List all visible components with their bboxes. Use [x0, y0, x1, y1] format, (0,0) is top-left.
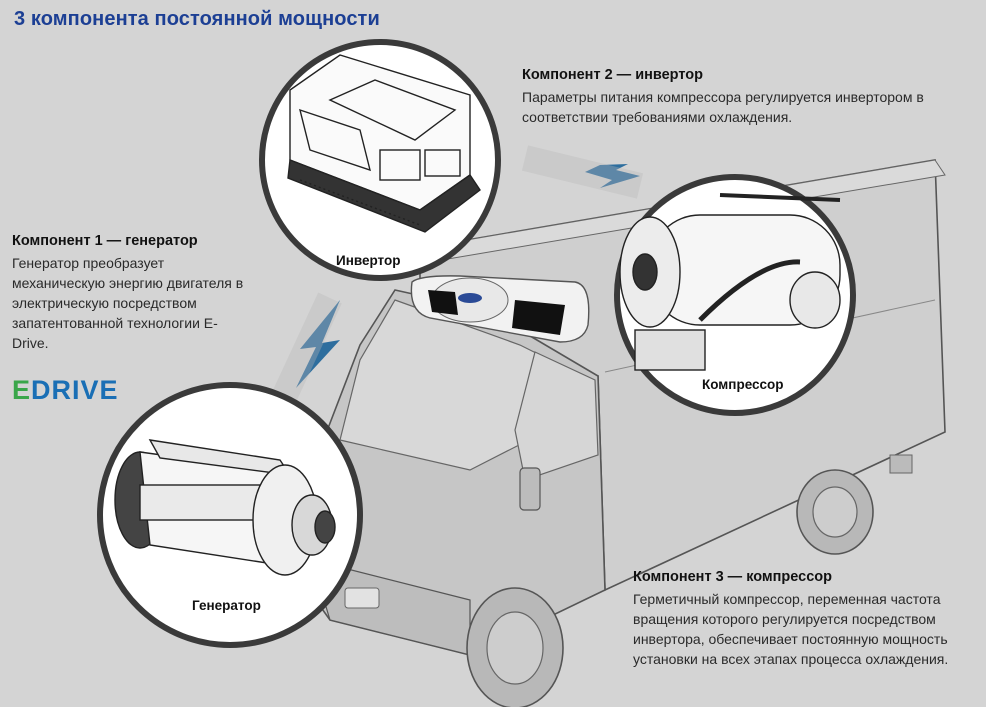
inverter-description: Параметры питания компрессора регулирует…: [522, 89, 924, 125]
generator-callout: Генератор: [192, 598, 261, 613]
compressor-description: Герметичный компрессор, переменная часто…: [633, 591, 949, 667]
generator-description: Генератор преобразует механическую энерг…: [12, 255, 244, 351]
inverter-block: Компонент 2 — инвертор Параметры питания…: [522, 67, 972, 127]
compressor-drawing: [619, 193, 841, 371]
inverter-heading: Компонент 2 — инвертор: [522, 67, 703, 83]
generator-circle: [97, 382, 363, 648]
edrive-logo: EDRIVE: [12, 375, 119, 405]
lightning-icon: [585, 164, 640, 188]
reefer-unit: [410, 275, 590, 343]
inverter-drawing: [287, 54, 481, 233]
side-window: [514, 351, 599, 481]
compressor-heading: Компонент 3 — компрессор: [633, 569, 832, 585]
compressor-block: Компонент 3 — компрессор Герметичный ком…: [633, 569, 978, 669]
generator-block: Компонент 1 — генератор Генератор преобр…: [12, 233, 244, 353]
generator-drawing: [114, 439, 336, 576]
generator-heading: Компонент 1 — генератор: [12, 233, 198, 249]
compressor-circle: [614, 174, 856, 416]
inverter-callout: Инвертор: [336, 253, 401, 268]
lightning-icon: [296, 300, 340, 388]
compressor-callout: Компрессор: [702, 377, 784, 392]
page-title: 3 компонента постоянной мощности: [14, 8, 380, 30]
inverter-circle: [259, 39, 501, 281]
